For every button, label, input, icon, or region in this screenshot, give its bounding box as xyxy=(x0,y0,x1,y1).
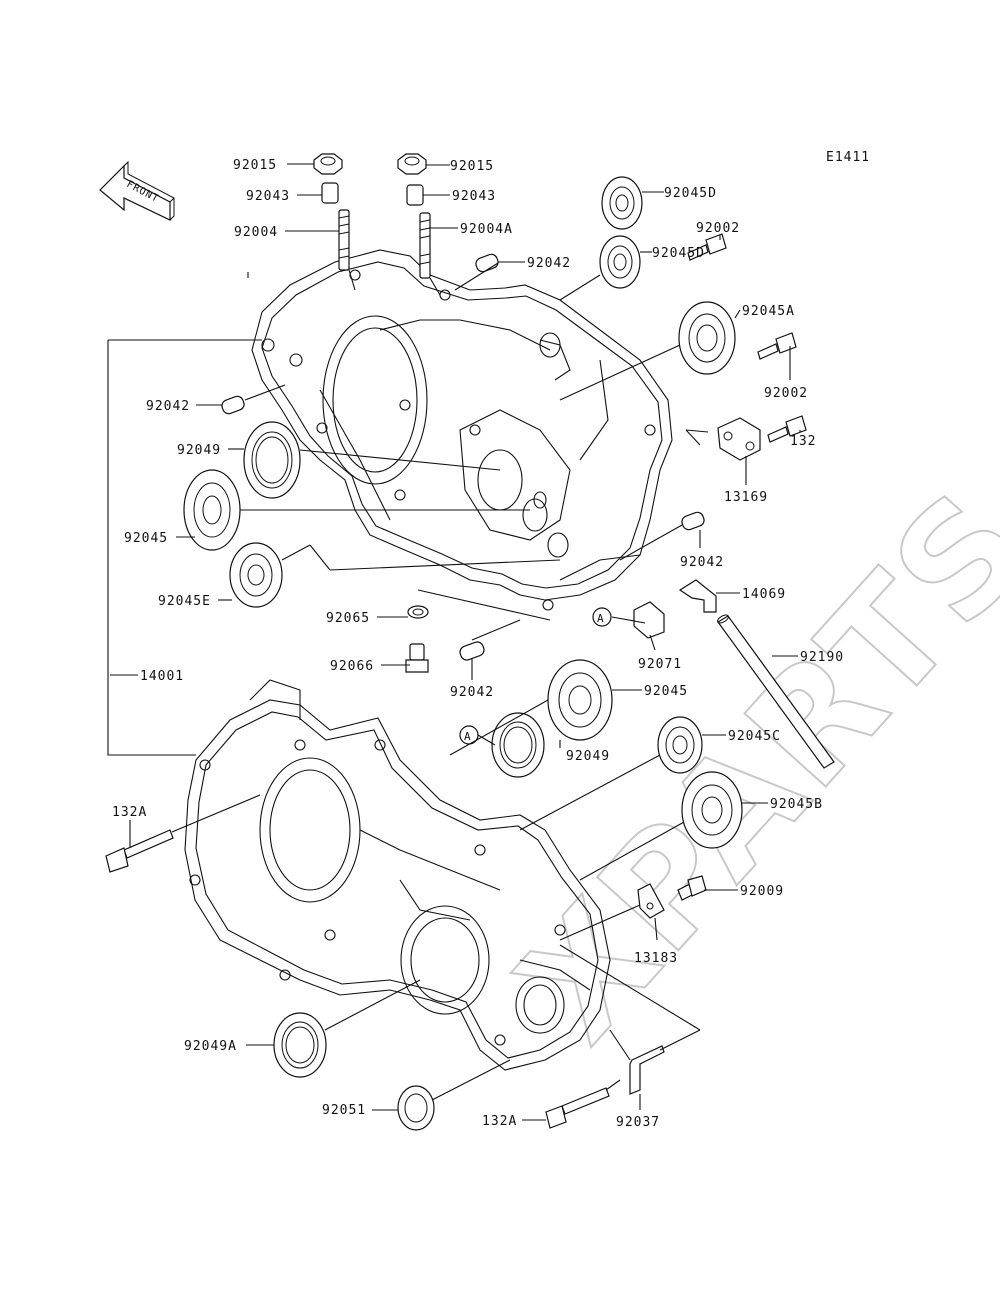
bolt-92002-b-icon xyxy=(757,332,797,360)
plate-13169-icon xyxy=(717,417,761,461)
label-92049-a: 92049 xyxy=(177,443,221,458)
label-92045c: 92045C xyxy=(728,729,781,744)
bearing-92045-left-icon xyxy=(183,469,241,551)
bearing-92045d-b-icon xyxy=(599,235,641,289)
label-92002-a: 92002 xyxy=(696,221,740,236)
svg-text:A: A xyxy=(597,612,605,625)
label-92037: 92037 xyxy=(616,1115,660,1130)
svg-text:A: A xyxy=(464,730,472,743)
leader-lines xyxy=(107,163,801,1121)
front-arrow-icon: FRONT xyxy=(99,160,175,221)
label-92065: 92065 xyxy=(326,611,370,626)
label-92045-left: 92045 xyxy=(124,531,168,546)
label-92049a: 92049A xyxy=(184,1039,237,1054)
stud-92004a-icon xyxy=(419,212,431,279)
label-92045a: 92045A xyxy=(742,304,795,319)
bolt-92002-a-icon xyxy=(687,233,727,261)
label-92009: 92009 xyxy=(740,884,784,899)
bearing-92045c-icon xyxy=(657,716,703,774)
label-92045d-b: 92045D xyxy=(652,246,705,261)
label-92051: 92051 xyxy=(322,1103,366,1118)
plug-92066-icon xyxy=(405,643,429,673)
label-92002-b: 92002 xyxy=(764,386,808,401)
seal-92049-a-icon xyxy=(243,421,301,499)
washer-92065-icon xyxy=(407,605,429,619)
upper-crankcase xyxy=(251,249,673,611)
label-92045d-a: 92045D xyxy=(664,186,717,201)
label-13183: 13183 xyxy=(634,951,678,966)
label-92045e: 92045E xyxy=(158,594,211,609)
dowel-92042-top-icon xyxy=(475,253,499,273)
label-92004a: 92004A xyxy=(460,222,513,237)
dowel-92042-left-icon xyxy=(221,395,245,415)
seal-92049-b-icon xyxy=(491,712,545,778)
bearing-92045-mid-icon xyxy=(547,659,613,741)
nut-92015-a-icon xyxy=(313,153,343,175)
collar-92043-b-icon xyxy=(406,184,424,206)
bearing-92045d-a-icon xyxy=(601,176,643,230)
label-92071: 92071 xyxy=(638,657,682,672)
label-132a-left: 132A xyxy=(112,805,147,820)
label-92045b: 92045B xyxy=(770,797,823,812)
label-92045-mid: 92045 xyxy=(644,684,688,699)
bolt-132a-bottom-icon xyxy=(545,1087,610,1129)
label-92066: 92066 xyxy=(330,659,374,674)
dowel-92042-right-icon xyxy=(681,511,705,531)
label-92015-a: 92015 xyxy=(233,158,277,173)
diagram-code: E1411 xyxy=(826,150,870,165)
part-labels: 92015 92015 92043 92043 92004 92004A 920… xyxy=(112,158,844,1130)
label-132: 132 xyxy=(790,434,816,449)
bearing-92045e-icon xyxy=(229,542,283,608)
label-92042-top: 92042 xyxy=(527,256,571,271)
label-92043-b: 92043 xyxy=(452,189,496,204)
bearing-92045b-icon xyxy=(681,771,743,849)
bolt-132-icon xyxy=(767,415,807,443)
hose-92190-icon xyxy=(717,614,835,769)
damper-92071-icon xyxy=(633,601,665,639)
stud-92004-icon xyxy=(338,209,350,271)
label-14001: 14001 xyxy=(140,669,184,684)
label-132a-bottom: 132A xyxy=(482,1114,517,1129)
seal-92051-icon xyxy=(397,1085,435,1131)
collar-92043-a-icon xyxy=(321,182,339,204)
bracket-92037-icon xyxy=(629,1045,665,1095)
label-92042-right: 92042 xyxy=(680,555,724,570)
label-92049-b: 92049 xyxy=(566,749,610,764)
fitting-14069-icon xyxy=(678,579,717,613)
label-92015-b: 92015 xyxy=(450,159,494,174)
label-92190: 92190 xyxy=(800,650,844,665)
bolt-132a-left-icon xyxy=(105,829,174,873)
watermark: XPARTS xyxy=(487,458,1000,1073)
lower-crankcase xyxy=(184,679,611,1071)
label-13169: 13169 xyxy=(724,490,768,505)
label-92042-mid: 92042 xyxy=(450,685,494,700)
ref-a-1: A xyxy=(592,607,612,627)
seal-92049a-icon xyxy=(273,1012,327,1078)
label-14069: 14069 xyxy=(742,587,786,602)
nut-92015-b-icon xyxy=(397,153,427,175)
bearing-92045a-icon xyxy=(678,301,736,375)
label-92043-a: 92043 xyxy=(246,189,290,204)
dowel-92042-mid-icon xyxy=(459,641,485,661)
label-92042-left: 92042 xyxy=(146,399,190,414)
label-92004: 92004 xyxy=(234,225,278,240)
